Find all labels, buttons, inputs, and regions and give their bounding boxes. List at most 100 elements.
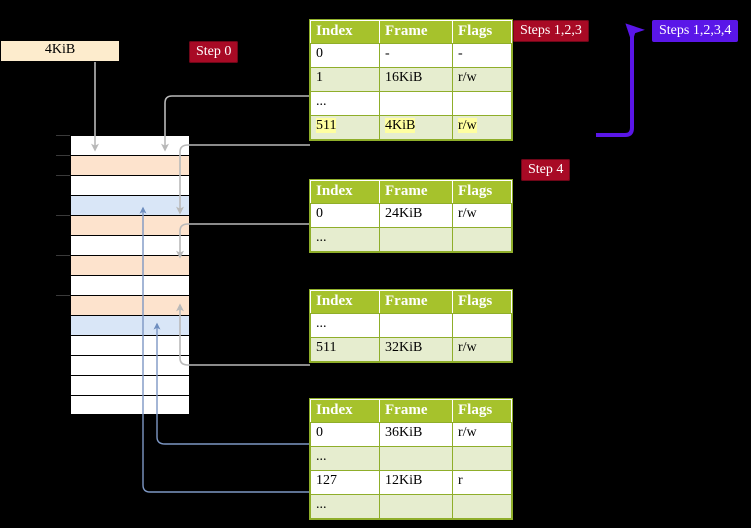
column-header-flags: Flags: [452, 399, 512, 423]
cell-flags: [452, 313, 512, 338]
memory-tick-mark: [56, 175, 70, 176]
cell-index: 0: [310, 43, 380, 68]
column-header-flags: Flags: [452, 20, 512, 44]
column-header-index: Index: [310, 180, 380, 204]
cell-frame: 32KiB: [379, 337, 453, 362]
column-header-frame: Frame: [379, 20, 453, 44]
table-row: 0--: [310, 43, 512, 68]
column-header-index: Index: [310, 20, 380, 44]
table-row: ...: [310, 91, 512, 116]
cell-flags: r/w: [452, 203, 512, 228]
memory-frame-row: [70, 355, 190, 375]
column-header-index: Index: [310, 399, 380, 423]
step4-badge: Step 4: [521, 159, 571, 181]
cell-frame: [379, 494, 453, 519]
memory-tick-mark: [56, 295, 70, 296]
connector-t3r511-to-memory: [176, 303, 310, 366]
cell-index: ...: [310, 446, 380, 471]
memory-frame-row: [70, 135, 190, 155]
memory-tick-mark: [56, 155, 70, 156]
cell-frame: 36KiB: [379, 422, 453, 447]
memory-frame-row: [70, 175, 190, 195]
memory-tick-mark: [56, 135, 70, 136]
memory-frame-row: [70, 235, 190, 255]
table-row: ...: [310, 313, 512, 338]
memory-frame-row: [70, 375, 190, 395]
cell-flags: r/w: [452, 422, 512, 447]
cell-flags: [452, 494, 512, 519]
table-row: ...: [310, 494, 512, 519]
step4-badge-text: Step 4: [528, 162, 564, 177]
steps123-badge-text: Steps 1,2,3: [520, 23, 582, 38]
cell-index: ...: [310, 313, 380, 338]
memory-frame-row: [70, 335, 190, 355]
highlighted-value: r/w: [458, 118, 477, 133]
steps1234-badge: Steps 1,2,3,4: [652, 20, 739, 42]
column-header-frame: Frame: [379, 399, 453, 423]
cell-flags: r/w: [452, 115, 512, 140]
memory-frame-row: [70, 155, 190, 175]
memory-frame-row: [70, 195, 190, 215]
cell-frame: 4KiB: [379, 115, 453, 140]
connector-t2r0-to-memory: [176, 223, 310, 259]
cell-flags: [452, 446, 512, 471]
cell-flags: r/w: [452, 337, 512, 362]
cell-frame: [379, 91, 453, 116]
column-header-flags: Flags: [452, 290, 512, 314]
table-row: ...: [310, 446, 512, 471]
table-row: ...: [310, 227, 512, 252]
memory-column-divider-0: [110, 135, 111, 415]
steps1234-arrow: [596, 23, 645, 137]
size-label-box: 4KiB: [0, 40, 120, 62]
highlighted-value: 4KiB: [385, 118, 416, 133]
step0-badge-text: Step 0: [196, 44, 232, 59]
cell-index: 511: [310, 337, 380, 362]
memory-frame-row: [70, 315, 190, 335]
memory-frame-row: [70, 275, 190, 295]
column-header-flags: Flags: [452, 180, 512, 204]
cell-index: ...: [310, 91, 380, 116]
column-header-index: Index: [310, 290, 380, 314]
size-label-text: 4KiB: [44, 42, 76, 57]
column-header-frame: Frame: [379, 180, 453, 204]
cell-frame: [379, 313, 453, 338]
memory-frame-row: [70, 215, 190, 235]
cell-flags: [452, 227, 512, 252]
cell-frame: 24KiB: [379, 203, 453, 228]
highlighted-value: 511: [316, 118, 337, 133]
cell-flags: r: [452, 470, 512, 495]
cell-frame: 16KiB: [379, 67, 453, 92]
cell-index: 1: [310, 67, 380, 92]
cell-frame: [379, 446, 453, 471]
cell-flags: r/w: [452, 67, 512, 92]
column-header-frame: Frame: [379, 290, 453, 314]
memory-tick-mark: [56, 215, 70, 216]
memory-frame-row: [70, 295, 190, 315]
cell-frame: -: [379, 43, 453, 68]
connector-t1r511-to-memory: [176, 144, 310, 215]
cell-index: 0: [310, 422, 380, 447]
physical-memory-column: [56, 135, 190, 415]
table-row: 511 4KiB r/w: [310, 115, 512, 140]
cell-index: ...: [310, 494, 380, 519]
memory-frame-row: [70, 255, 190, 275]
cell-frame: [379, 227, 453, 252]
cell-index: ...: [310, 227, 380, 252]
cell-flags: -: [452, 43, 512, 68]
steps1234-badge-text: Steps 1,2,3,4: [659, 23, 732, 38]
memory-frame-row: [70, 395, 190, 415]
cell-flags: [452, 91, 512, 116]
step0-badge: Step 0: [189, 41, 239, 63]
memory-tick-mark: [56, 255, 70, 256]
memory-column-divider-1: [150, 135, 151, 415]
steps123-badge: Steps 1,2,3: [513, 20, 589, 42]
